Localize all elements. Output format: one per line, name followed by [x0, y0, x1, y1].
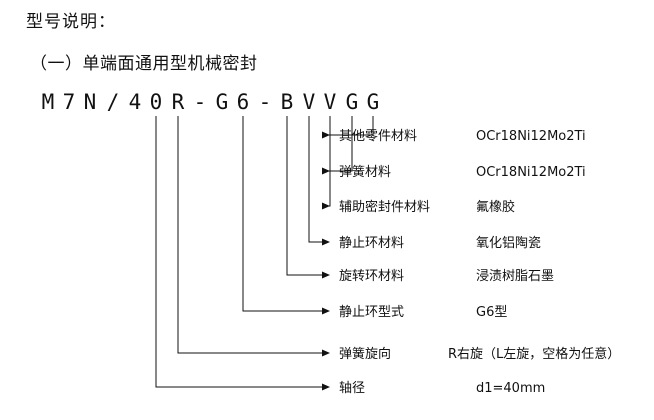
row-value: 氧化铝陶瓷 — [476, 235, 541, 251]
code-char: R — [172, 90, 185, 114]
leader-line — [242, 116, 324, 312]
arrow-head — [322, 131, 330, 139]
code-char: 4 — [129, 90, 142, 114]
row-label: 弹簧旋向 — [339, 346, 391, 362]
code-char: - — [194, 90, 207, 114]
code-char: G — [367, 90, 380, 114]
leader-line — [308, 116, 324, 243]
code-char: 0 — [150, 90, 163, 114]
code-char: / — [107, 90, 120, 114]
row-label: 旋转环材料 — [339, 269, 404, 284]
code-char: - — [259, 90, 272, 114]
row-value: R右旋（L左旋，空格为任意） — [448, 346, 620, 362]
code-char: V — [303, 90, 316, 114]
row-label: 辅助密封件材料 — [339, 199, 430, 215]
code-char: G — [216, 90, 229, 114]
arrow-head — [322, 383, 330, 391]
leader-line — [155, 116, 324, 388]
code-char: G — [346, 90, 359, 114]
arrow-head — [322, 349, 330, 357]
arrow-head — [322, 307, 330, 315]
row-value: d1=40mm — [476, 381, 545, 396]
row-label: 轴径 — [339, 381, 365, 396]
arrow-head — [322, 271, 330, 279]
row-value: OCr18Ni12Mo2Ti — [476, 165, 586, 180]
section-title: （一）单端面通用型机械密封 — [30, 54, 258, 74]
row-value: 氟橡胶 — [476, 199, 515, 215]
code-char: 6 — [237, 90, 250, 114]
code-char: V — [324, 90, 337, 114]
code-char: N — [84, 90, 97, 114]
code-char: M — [42, 90, 55, 114]
leader-line — [324, 116, 353, 172]
arrow-head — [322, 202, 330, 210]
row-values: OCr18Ni12Mo2TiOCr18Ni12Mo2Ti氟橡胶氧化铝陶瓷浸渍树脂… — [448, 129, 620, 396]
row-value: OCr18Ni12Mo2Ti — [476, 129, 586, 144]
page-title: 型号说明： — [26, 12, 116, 32]
leader-line — [286, 116, 324, 276]
row-label: 静止环型式 — [339, 305, 404, 320]
leader-line — [324, 116, 374, 136]
row-label: 弹簧材料 — [339, 164, 391, 180]
leader-line — [324, 116, 331, 207]
leader-lines — [155, 116, 374, 391]
arrow-head — [322, 167, 330, 175]
row-value: 浸渍树脂石墨 — [476, 269, 554, 284]
arrow-head — [322, 238, 330, 246]
code-char: 7 — [63, 90, 76, 114]
code-char: B — [281, 90, 294, 114]
row-label: 其他零件材料 — [339, 129, 417, 144]
row-label: 静止环材料 — [339, 236, 404, 251]
row-value: G6型 — [476, 305, 507, 320]
leader-line — [177, 116, 324, 354]
